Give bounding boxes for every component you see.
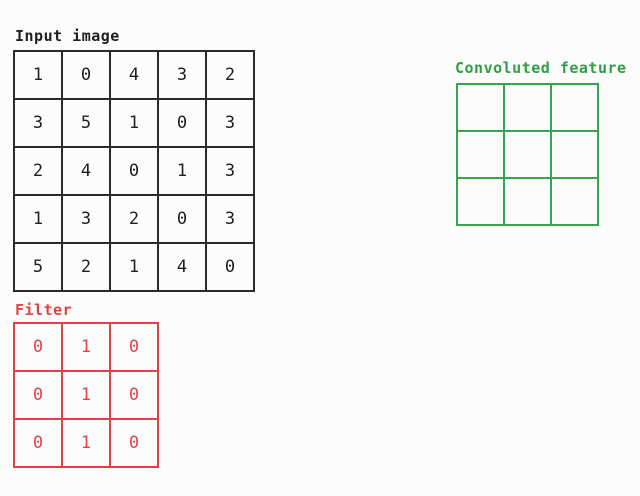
input-cell: 5 (63, 100, 109, 146)
filter-cell: 0 (111, 324, 157, 370)
input-cell: 0 (111, 148, 157, 194)
input-cell: 2 (15, 148, 61, 194)
feature-cell (458, 132, 503, 177)
input-cell: 1 (15, 52, 61, 98)
filter-cell: 0 (111, 372, 157, 418)
input-cell: 1 (15, 196, 61, 242)
input-cell: 4 (111, 52, 157, 98)
input-cell: 3 (15, 100, 61, 146)
feature-cell (505, 179, 550, 224)
input-cell: 0 (159, 100, 205, 146)
input-cell: 2 (111, 196, 157, 242)
input-cell: 1 (111, 100, 157, 146)
filter-cell: 1 (63, 324, 109, 370)
input-cell: 0 (159, 196, 205, 242)
input-cell: 4 (159, 244, 205, 290)
filter-label: Filter (15, 301, 73, 319)
input-cell: 0 (207, 244, 253, 290)
input-cell: 0 (63, 52, 109, 98)
input-cell: 2 (63, 244, 109, 290)
feature-cell (505, 85, 550, 130)
filter-cell: 0 (15, 324, 61, 370)
input-cell: 4 (63, 148, 109, 194)
input-cell: 1 (159, 148, 205, 194)
input-cell: 5 (15, 244, 61, 290)
input-image-grid: 1 0 4 3 2 3 5 1 0 3 2 4 0 1 3 1 3 2 0 3 … (13, 50, 255, 292)
filter-cell: 1 (63, 420, 109, 466)
feature-cell (552, 132, 597, 177)
convoluted-feature-label: Convoluted feature (455, 59, 627, 77)
feature-cell (458, 85, 503, 130)
input-cell: 3 (207, 100, 253, 146)
filter-cell: 0 (15, 372, 61, 418)
input-cell: 3 (207, 196, 253, 242)
input-cell: 3 (63, 196, 109, 242)
convoluted-feature-grid (456, 83, 599, 226)
filter-cell: 0 (15, 420, 61, 466)
input-cell: 3 (207, 148, 253, 194)
input-cell: 1 (111, 244, 157, 290)
filter-grid: 0 1 0 0 1 0 0 1 0 (13, 322, 159, 468)
feature-cell (505, 132, 550, 177)
filter-cell: 1 (63, 372, 109, 418)
feature-cell (552, 85, 597, 130)
input-image-label: Input image (15, 27, 120, 45)
input-cell: 2 (207, 52, 253, 98)
feature-cell (458, 179, 503, 224)
input-cell: 3 (159, 52, 205, 98)
feature-cell (552, 179, 597, 224)
filter-cell: 0 (111, 420, 157, 466)
